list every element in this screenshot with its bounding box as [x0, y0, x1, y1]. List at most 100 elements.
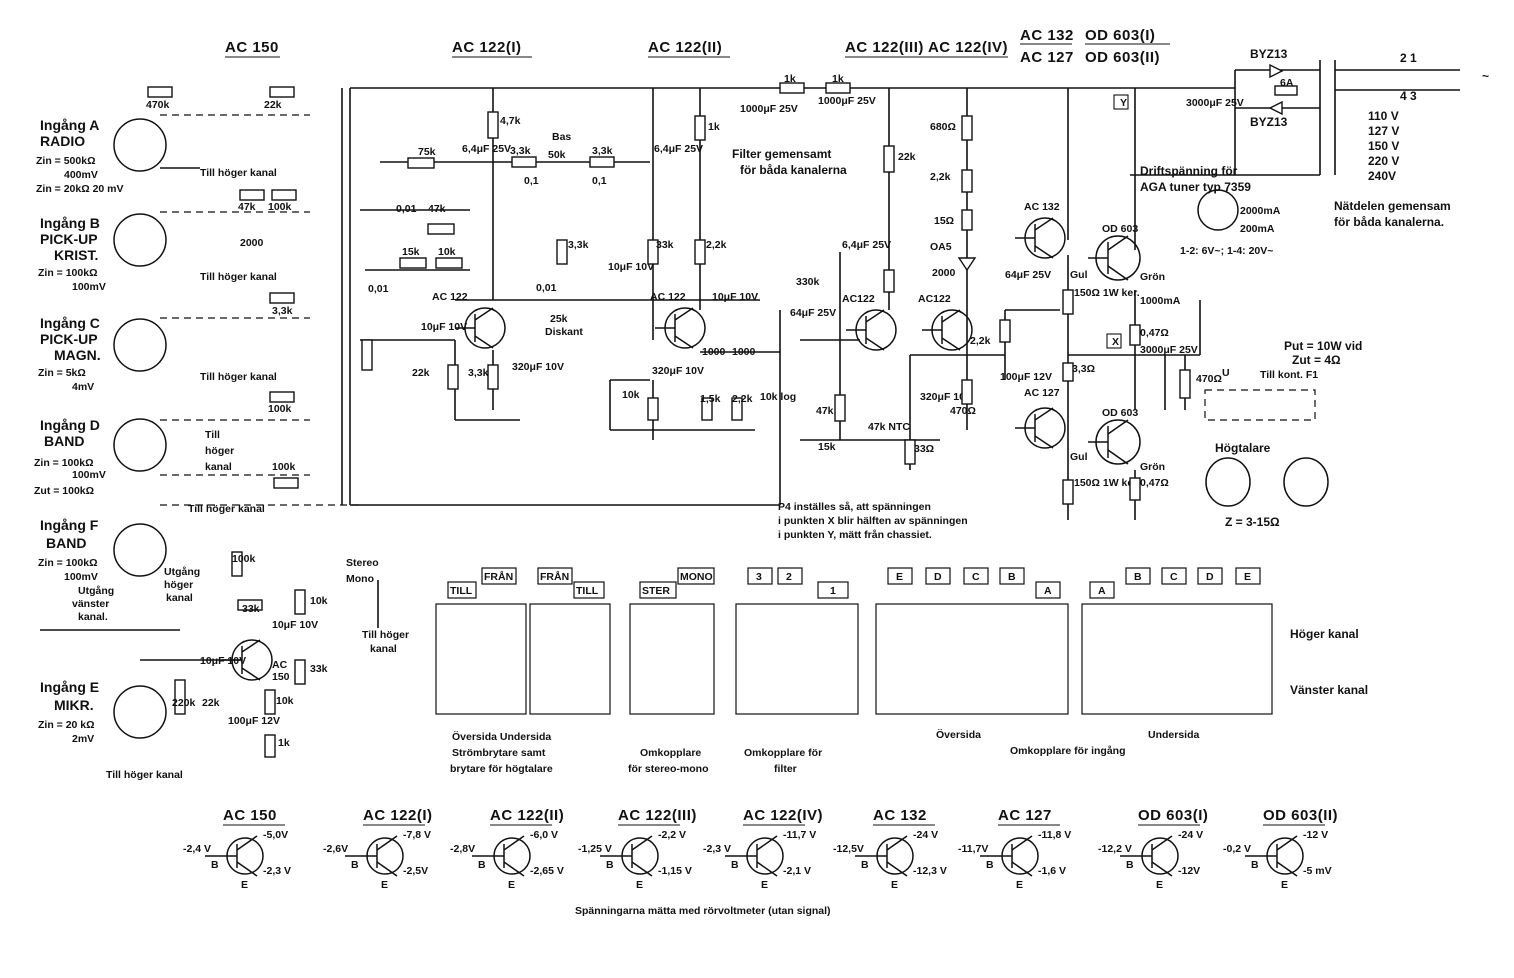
svg-text:AC 122: AC 122 [432, 291, 468, 303]
input-d-zin: Zin = 100kΩ [34, 457, 94, 469]
input-section-f: Ingång F BAND Zin = 100kΩ 100mV Till hög… [38, 503, 360, 631]
input-b-name: Ingång B [40, 215, 100, 231]
voltage-base: -11,7V [958, 843, 988, 855]
transistor-headers: AC 150 AC 122(I) AC 122(II) AC 122(III) … [225, 27, 1170, 66]
c10-value: 0,1 [524, 175, 539, 187]
r34-value: 1k [784, 73, 796, 85]
resistor-r51 [1129, 324, 1141, 346]
input-d-till: Till [205, 429, 220, 441]
header-ac150: AC 150 [225, 39, 279, 56]
panel5-side: Undersida [1148, 729, 1200, 741]
voltage-base: -1,25 V [578, 843, 612, 855]
voltage-table-name: OD 603(II) [1263, 807, 1338, 824]
input-c-type: PICK-UP [40, 331, 98, 347]
panel4-b: B [1008, 571, 1016, 583]
tuner-connector [1197, 189, 1239, 231]
r44-value: 2,2k [930, 171, 951, 183]
panel1-fran: FRÅN [484, 570, 513, 583]
input-e-name: Ingång E [40, 679, 99, 695]
hoger-kanal-label: Höger kanal [1290, 627, 1359, 641]
svg-text:B: B [861, 859, 869, 871]
c13-value: 320μF 10V [512, 361, 564, 373]
panel4-d: D [934, 571, 942, 583]
bas-label: Bas [552, 131, 571, 143]
panel4-a: A [1044, 585, 1052, 597]
input-section-a: Ingång A RADIO Zin = 500kΩ 400mV Zin = 2… [36, 114, 310, 195]
p4-note: P4 inställes så, att spänningen i punkte… [778, 501, 968, 541]
resistor-r53 [1129, 477, 1141, 501]
gron-1: Grön [1140, 271, 1165, 283]
input-a-type: RADIO [40, 133, 85, 149]
din-connector-b [113, 213, 167, 267]
input-f-level: 100mV [64, 571, 98, 583]
ntc-value: 47k NTC [868, 421, 910, 433]
resistor-r11 [294, 589, 306, 615]
utgang-hoger-label: Utgång [164, 566, 200, 578]
c28-value: 3000μF 25V [1186, 97, 1244, 109]
x-point: X [1112, 336, 1119, 348]
resistor-r43 [961, 115, 973, 141]
stereo-label: Stereo [346, 557, 379, 569]
input-section-b: Ingång B PICK-UP KRIST. Zin = 100kΩ 100m… [38, 211, 310, 293]
din-connector-c [113, 318, 167, 372]
resistor-r19 [399, 257, 427, 269]
c19-value: 1000μF 25V [740, 103, 798, 115]
resistor-r16 [294, 659, 306, 685]
svg-text:AC 122: AC 122 [650, 291, 686, 303]
resistor-r47 [961, 379, 973, 405]
ma2000-label: 2000mA [1240, 205, 1281, 217]
put-label: Put = 10W vid [1284, 339, 1362, 353]
u-point: U [1222, 367, 1230, 379]
r50-value: 150Ω 1W ker. [1074, 477, 1140, 489]
r48-value: 150Ω 1W ker. [1074, 287, 1140, 299]
input-a-name: Ingång A [40, 117, 99, 133]
voltage-127: 127 V [1368, 124, 1399, 138]
svg-text:E: E [508, 879, 515, 891]
input-a-note: Till höger kanal [200, 167, 277, 179]
input-section-d: Ingång D BAND Zin = 100kΩ 100mV Zut = 10… [34, 417, 310, 497]
svg-text:E: E [761, 879, 768, 891]
voltage-emitter: -12V [1178, 865, 1200, 877]
din-connector-f [113, 523, 167, 577]
input-c-type2: MAGN. [54, 347, 101, 363]
input-b-level: 100mV [72, 281, 106, 293]
voltage-collector: -12 V [1303, 829, 1328, 841]
r12-value: 220k [172, 697, 196, 709]
c6-value: 0,01 [368, 283, 389, 295]
p4-value: 15k [818, 441, 836, 453]
input-c-level: 4mV [72, 381, 94, 393]
r24-value: 4,7k [500, 115, 521, 127]
input-e-note: Till höger kanal [106, 769, 183, 781]
svg-text:AC122: AC122 [842, 293, 875, 305]
resistor-r6 [269, 391, 295, 403]
voltage-base: -2,6V [323, 843, 348, 855]
panel5-c: C [1170, 571, 1178, 583]
r7-value: 100k [272, 461, 296, 473]
panel1-till2: TILL [576, 585, 599, 597]
din-connector-d [113, 418, 167, 472]
panel3-1: 1 [830, 585, 836, 597]
main-wiring [341, 60, 1460, 520]
voltage-150: 150 V [1368, 139, 1399, 153]
power-section: BYZ13 BYZ13 6A 2 1 4 3 ~ 110 V 127 V 150… [1070, 47, 1489, 529]
input-section-e: Ingång E MIKR. Zin = 20 kΩ 2mV Till höge… [38, 659, 240, 781]
c25-value: 2000 [932, 267, 956, 279]
svg-text:OD 603: OD 603 [1102, 407, 1138, 419]
natdel-label-1: Nätdelen gemensam [1334, 199, 1451, 213]
c16-value: 10μF 10V [712, 291, 758, 303]
vanster-kanal-label: Vänster kanal [1290, 683, 1368, 697]
input-e-level: 2mV [72, 733, 94, 745]
input-a-zin2: Zin = 20kΩ 20 mV [36, 183, 124, 195]
din-connector-e [113, 685, 167, 739]
input-section-c: Ingång C PICK-UP MAGN. Zin = 5kΩ 4mV Til… [38, 315, 310, 393]
utgang-vanster-label2: vänster [72, 598, 109, 610]
transistors: AC 122 AC 122 AC122 AC122 [222, 201, 1141, 683]
hogtalare-label: Högtalare [1215, 441, 1271, 455]
input-b-zin: Zin = 100kΩ [38, 267, 98, 279]
transistor-ac122-2: AC 122 [650, 291, 706, 349]
p3-value: 10k log [760, 391, 796, 403]
voltage-emitter: -5 mV [1303, 865, 1332, 877]
transistor-ac122-1: AC 122 [432, 291, 506, 349]
svg-text:E: E [636, 879, 643, 891]
gul-2: Gul [1070, 451, 1088, 463]
